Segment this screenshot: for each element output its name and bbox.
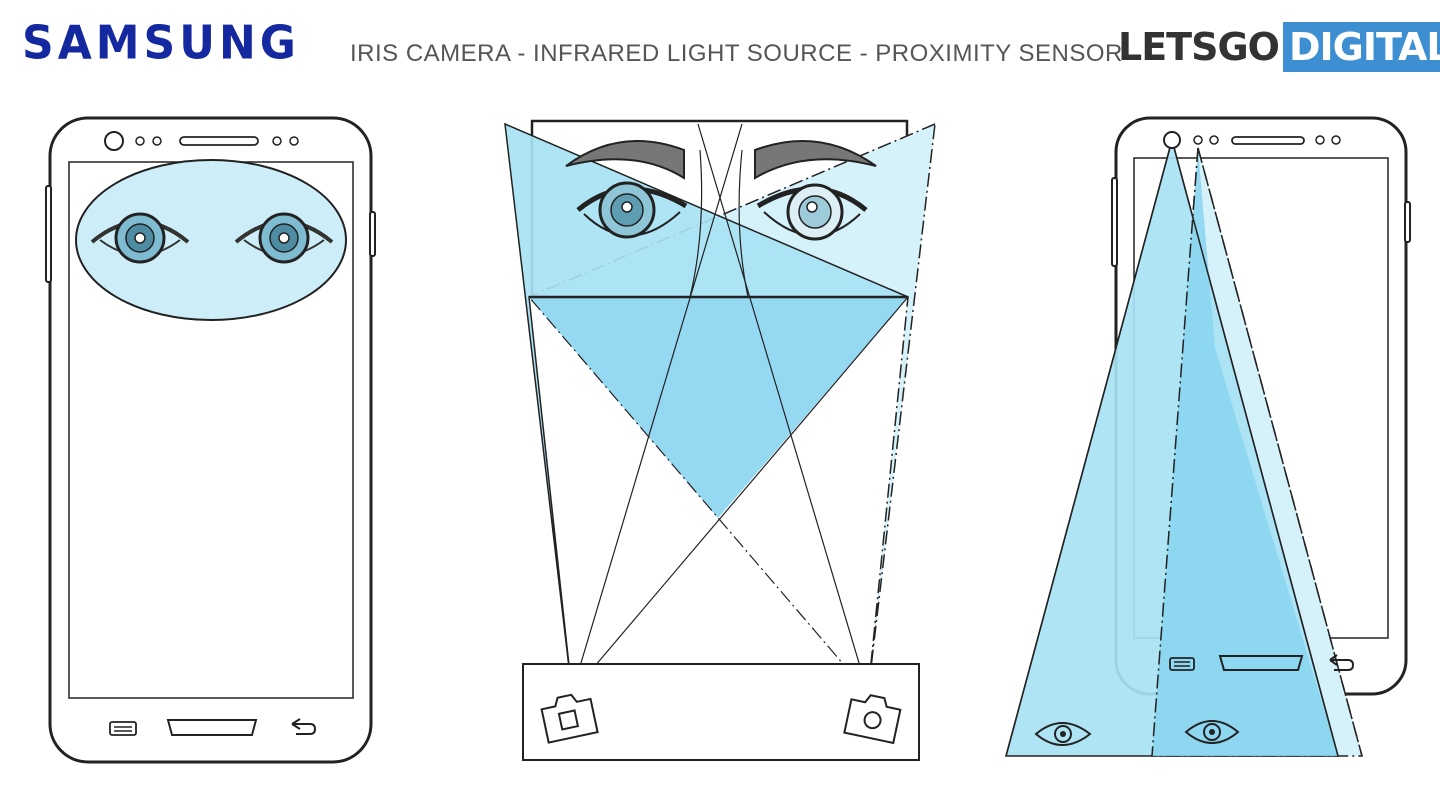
iris-camera-icon xyxy=(1163,131,1181,149)
middle-beam-figure xyxy=(504,119,936,761)
iris-camera-icon xyxy=(540,693,599,744)
eye-region-ellipse xyxy=(75,159,347,321)
logo-letsgo-text: LETSGO xyxy=(1118,25,1280,69)
menu-icon xyxy=(1169,657,1195,671)
sensor-dot-icon xyxy=(289,136,299,146)
menu-icon xyxy=(109,721,137,736)
home-button xyxy=(166,719,258,736)
light-source-icon xyxy=(1193,135,1203,145)
logo-digital-text: DIGITAL xyxy=(1282,22,1440,72)
light-source-icon xyxy=(843,694,902,745)
volume-button xyxy=(45,185,52,283)
speaker-grille xyxy=(1231,136,1305,145)
home-button xyxy=(1218,655,1304,671)
back-icon xyxy=(291,718,317,735)
eye-icon xyxy=(756,183,868,241)
eye-icon xyxy=(576,181,688,239)
speaker-grille xyxy=(179,136,259,146)
right-phone-figure xyxy=(1005,116,1411,757)
eye-icon xyxy=(1034,722,1092,746)
power-button xyxy=(369,211,376,257)
sensor-dot-icon xyxy=(1331,135,1341,145)
volume-button xyxy=(1111,177,1118,267)
left-phone-figure xyxy=(45,116,376,764)
power-button xyxy=(1404,201,1411,243)
iris-camera-icon xyxy=(104,131,124,151)
samsung-logo: SAMSUNG xyxy=(22,16,300,71)
sensor-dot-icon xyxy=(152,136,162,146)
eyebrow-right xyxy=(754,140,877,180)
eyebrow-left xyxy=(565,140,685,180)
page-title: IRIS CAMERA - INFRARED LIGHT SOURCE - PR… xyxy=(350,40,1123,67)
sensor-dot-icon xyxy=(1315,135,1325,145)
sensor-dot-icon xyxy=(272,136,282,146)
sensor-dot-icon xyxy=(1209,135,1219,145)
sensor-dot-icon xyxy=(135,136,145,146)
eye-icon xyxy=(1184,720,1240,744)
overlap-region xyxy=(1152,148,1338,756)
overlap-region xyxy=(529,297,908,518)
letsgodigital-logo: LETSGO DIGITAL xyxy=(1118,22,1440,72)
back-icon xyxy=(1329,654,1355,671)
